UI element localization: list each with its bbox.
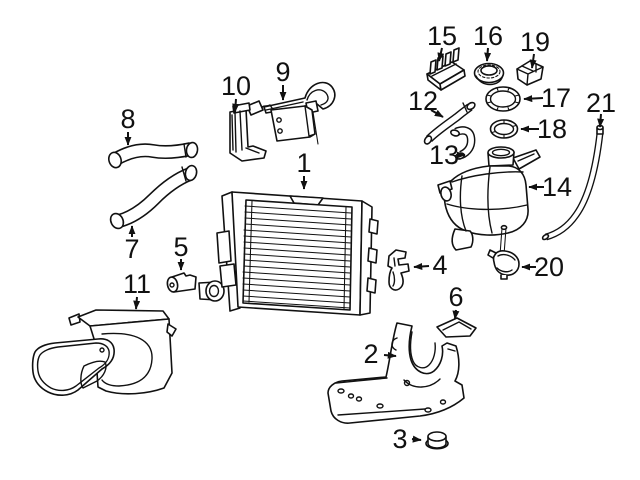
callout-13: 13 bbox=[429, 140, 466, 170]
part-9-mounting-bracket bbox=[246, 81, 336, 145]
callout-label-3: 3 bbox=[392, 424, 407, 454]
part-19-clip-bracket bbox=[516, 60, 544, 86]
part-17-seal-ring bbox=[485, 86, 521, 112]
callout-label-12: 12 bbox=[408, 86, 438, 116]
callout-label-4: 4 bbox=[432, 250, 447, 280]
callout-4: 4 bbox=[413, 250, 448, 280]
callout-arrow-6 bbox=[452, 309, 460, 320]
part-1-radiator bbox=[198, 191, 379, 316]
callout-10: 10 bbox=[221, 71, 251, 113]
callout-arrow-3 bbox=[411, 435, 422, 443]
callout-label-11: 11 bbox=[123, 269, 151, 299]
part-3-grommet bbox=[425, 431, 449, 450]
callout-3: 3 bbox=[392, 424, 422, 454]
callout-label-7: 7 bbox=[124, 234, 139, 264]
callout-label-8: 8 bbox=[120, 104, 135, 134]
part-7-lower-hose bbox=[109, 164, 198, 230]
callout-label-21: 21 bbox=[586, 88, 616, 118]
part-18-o-ring bbox=[489, 119, 519, 139]
callout-8: 8 bbox=[120, 104, 136, 146]
part-5-clip bbox=[166, 272, 197, 293]
callout-label-19: 19 bbox=[520, 27, 550, 57]
callout-label-6: 6 bbox=[448, 282, 463, 312]
part-8-upper-hose bbox=[108, 141, 199, 169]
callout-arrow-11 bbox=[133, 296, 141, 310]
part-14-expansion-tank bbox=[437, 146, 541, 251]
part-12-overflow-hose bbox=[423, 101, 476, 145]
callout-label-16: 16 bbox=[473, 21, 503, 51]
callout-20: 20 bbox=[521, 252, 564, 282]
part-16-reservoir-cap bbox=[473, 62, 505, 86]
callout-arrow-4 bbox=[413, 262, 430, 270]
callout-label-20: 20 bbox=[534, 252, 564, 282]
callout-label-9: 9 bbox=[275, 57, 290, 87]
part-20-sensor bbox=[487, 224, 520, 280]
callout-17: 17 bbox=[523, 83, 571, 113]
callout-arrow-19 bbox=[529, 53, 537, 69]
callout-arrow-10 bbox=[232, 98, 240, 113]
callout-18: 18 bbox=[520, 114, 567, 144]
callout-12: 12 bbox=[408, 86, 444, 118]
callout-label-1: 1 bbox=[296, 148, 311, 178]
part-6-plate-bracket bbox=[436, 317, 477, 338]
callout-label-18: 18 bbox=[537, 114, 567, 144]
callout-arrow-21 bbox=[597, 113, 605, 128]
callout-arrow-16 bbox=[484, 47, 492, 62]
callout-arrow-12 bbox=[430, 109, 444, 118]
callout-5: 5 bbox=[173, 232, 189, 271]
callout-21: 21 bbox=[586, 88, 616, 128]
callout-arrow-17 bbox=[523, 95, 544, 103]
callout-11: 11 bbox=[123, 269, 151, 310]
callout-9: 9 bbox=[275, 57, 291, 101]
callout-6: 6 bbox=[448, 282, 464, 320]
part-11-air-duct bbox=[31, 309, 177, 396]
callout-label-2: 2 bbox=[363, 339, 378, 369]
callout-19: 19 bbox=[520, 27, 550, 69]
part-15-retainer bbox=[426, 47, 466, 91]
callout-arrow-2 bbox=[383, 351, 397, 359]
callout-label-14: 14 bbox=[542, 172, 572, 202]
callout-label-17: 17 bbox=[541, 83, 571, 113]
callout-arrow-15 bbox=[437, 47, 445, 62]
callout-label-5: 5 bbox=[173, 232, 188, 262]
callout-7: 7 bbox=[124, 225, 140, 264]
callout-2: 2 bbox=[363, 339, 397, 369]
callout-14: 14 bbox=[528, 172, 572, 202]
part-2-support-bracket bbox=[327, 322, 465, 424]
part-4-bracket bbox=[387, 249, 410, 291]
callout-label-13: 13 bbox=[429, 140, 459, 170]
callout-label-10: 10 bbox=[221, 71, 251, 101]
callout-15: 15 bbox=[427, 21, 457, 62]
callout-label-15: 15 bbox=[427, 21, 457, 51]
callout-16: 16 bbox=[473, 21, 503, 62]
callout-1: 1 bbox=[296, 148, 312, 190]
